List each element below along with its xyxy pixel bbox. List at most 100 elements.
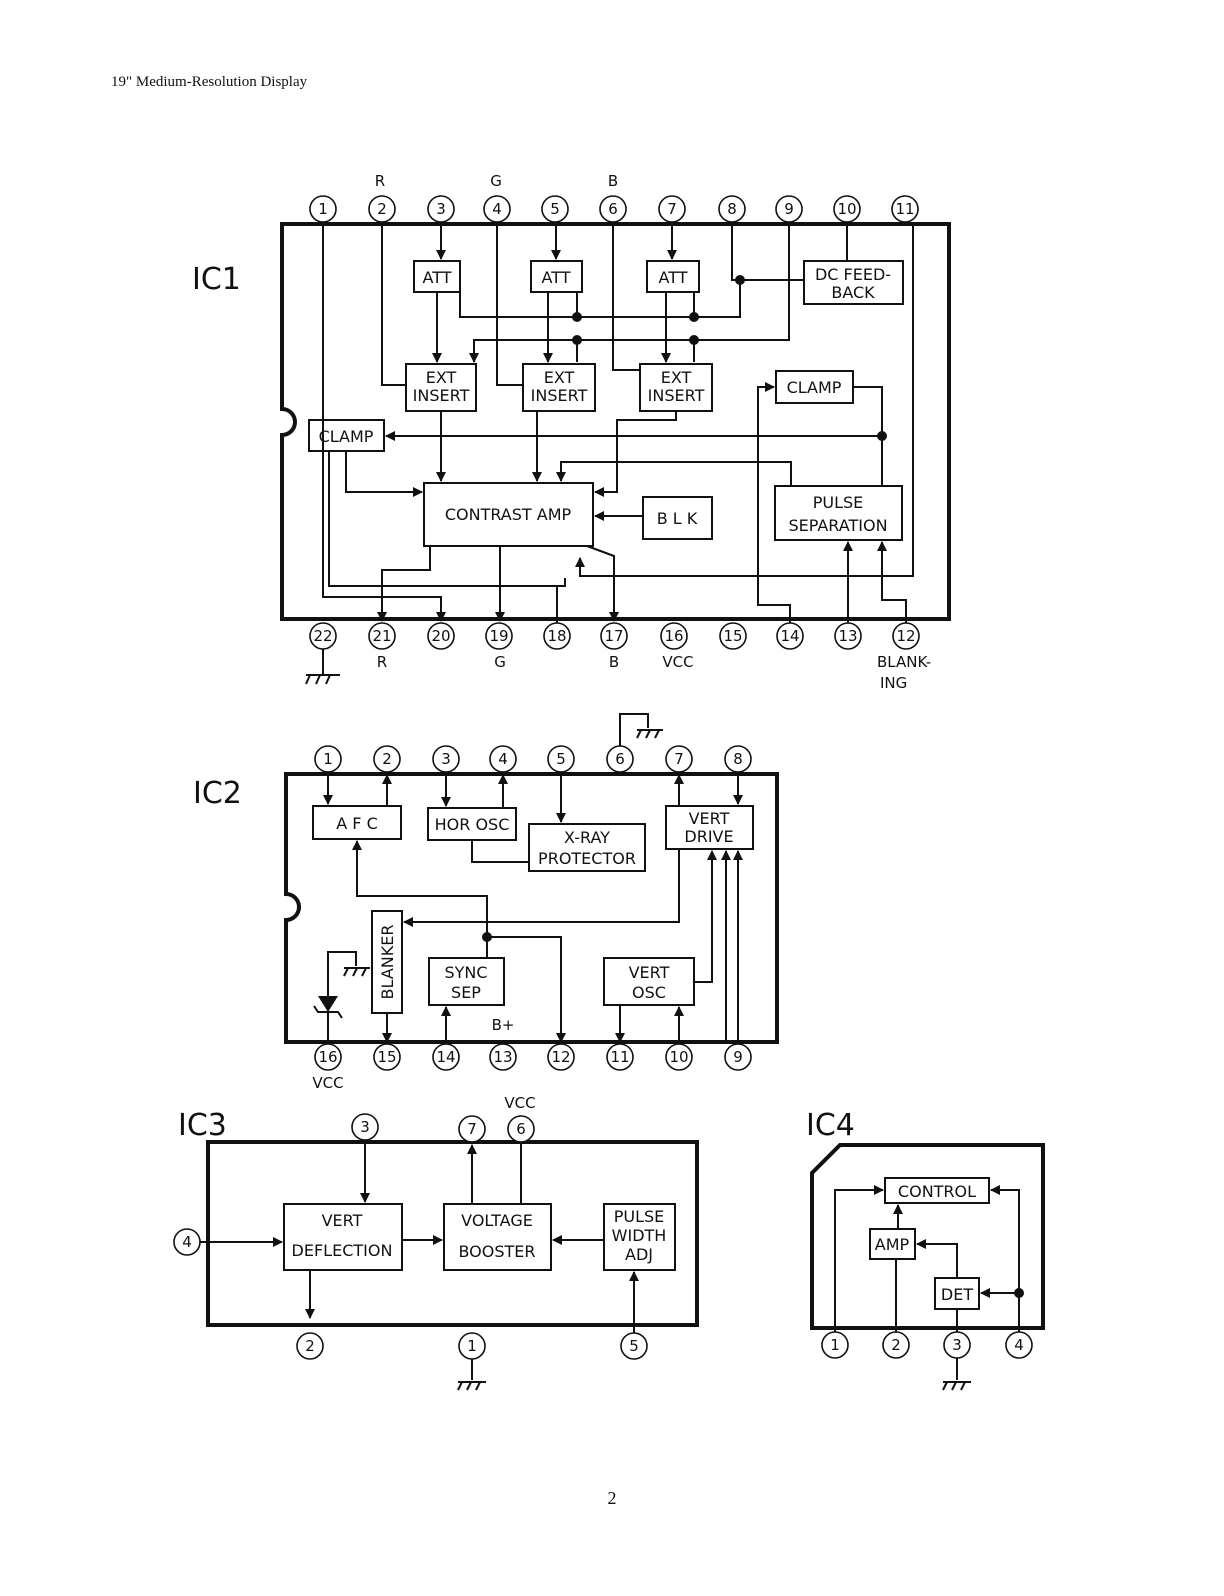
- ic1-dc-feedback-block: DC FEED- BACK: [803, 260, 904, 305]
- svg-text:X-RAY: X-RAY: [564, 828, 610, 847]
- svg-text:17: 17: [604, 627, 623, 645]
- svg-text:AMP: AMP: [875, 1235, 910, 1254]
- svg-text:2: 2: [305, 1337, 315, 1355]
- svg-text:HOR OSC: HOR OSC: [435, 815, 510, 834]
- ic4-diagram: IC4 1 2 3 4 CONTROL AMP DET: [806, 1108, 1045, 1391]
- ic2-blanker-block: BLANKER: [371, 910, 403, 1014]
- svg-text:INSERT: INSERT: [531, 386, 588, 405]
- svg-text:INSERT: INSERT: [413, 386, 470, 405]
- svg-text:1: 1: [830, 1336, 840, 1354]
- ic4-pin-3: 3: [943, 1331, 971, 1359]
- svg-text:VERT: VERT: [629, 963, 670, 982]
- ic1-bottom-pins: 22 21 20 19 18 17 16 15 14 13 12: [309, 622, 920, 650]
- ic1-blk-block: B L K: [642, 496, 713, 540]
- svg-text:WIDTH: WIDTH: [612, 1226, 667, 1245]
- ic4-ground-symbol: [942, 1381, 971, 1391]
- ic1-pin-22: 22: [309, 622, 337, 650]
- svg-text:3: 3: [441, 750, 451, 768]
- ic3-pulse-width-adj-block: PULSE WIDTH ADJ: [603, 1203, 676, 1271]
- svg-text:BOOSTER: BOOSTER: [458, 1242, 535, 1261]
- svg-text:DET: DET: [941, 1285, 973, 1304]
- ic3-label-vcc: VCC: [504, 1094, 535, 1112]
- ic1-title: IC1: [192, 262, 241, 297]
- svg-text:BACK: BACK: [831, 283, 875, 302]
- svg-text:1: 1: [467, 1337, 477, 1355]
- ic1-clamp-block-left: CLAMP: [308, 419, 385, 452]
- ic2-pin-14: 14: [432, 1043, 460, 1071]
- ic4-pin-2: 2: [882, 1331, 910, 1359]
- ic2-pin-9: 9: [724, 1043, 752, 1071]
- ic2-pin-1: 1: [314, 745, 342, 773]
- svg-text:EXT: EXT: [661, 368, 692, 387]
- ic1-pin-18: 18: [543, 622, 571, 650]
- ic1-label-g-bottom: G: [494, 653, 506, 671]
- ic1-pin-1: 1: [309, 195, 337, 223]
- ic4-control-block: CONTROL: [884, 1177, 990, 1204]
- ic1-pin-3: 3: [427, 195, 455, 223]
- ic1-att-block-1: ATT: [413, 260, 461, 293]
- svg-text:7: 7: [674, 750, 684, 768]
- ic2-vert-drive-block: VERT DRIVE: [665, 805, 754, 850]
- ic1-label-r-top: R: [375, 172, 385, 190]
- ic4-det-block: DET: [934, 1277, 980, 1310]
- svg-text:EXT: EXT: [426, 368, 457, 387]
- ic2-pin-5: 5: [547, 745, 575, 773]
- ic1-diagram: IC1 1 2 3 4 5 6 7 8 9 10 11 R G B 22 21 …: [192, 172, 951, 692]
- ic1-pin-2: 2: [368, 195, 396, 223]
- ic1-pin-4: 4: [483, 195, 511, 223]
- svg-text:15: 15: [723, 627, 742, 645]
- ic1-ext-insert-block-2: EXT INSERT: [522, 363, 596, 412]
- document-header: 19" Medium-Resolution Display: [111, 74, 308, 90]
- ic1-pin-11: 11: [891, 195, 919, 223]
- svg-text:5: 5: [629, 1337, 639, 1355]
- ic3-pin-5: 5: [620, 1332, 648, 1360]
- ic2-zener-diode-symbol: [313, 951, 370, 1044]
- svg-text:20: 20: [431, 627, 450, 645]
- ic1-junction-dots: [572, 275, 887, 441]
- ic2-pin-4: 4: [489, 745, 517, 773]
- ic2-pin-15: 15: [373, 1043, 401, 1071]
- svg-text:14: 14: [780, 627, 799, 645]
- svg-text:INSERT: INSERT: [648, 386, 705, 405]
- ic3-diagram: IC3 3 7 6 4 2 1 5 VCC VERT DEFLECTION VO…: [173, 1094, 699, 1391]
- svg-text:B L K: B L K: [657, 509, 698, 528]
- ic2-pin-6: 6: [606, 745, 634, 773]
- ic2-top-pins: 1 2 3 4 5 6 7 8: [314, 745, 752, 773]
- ic1-pin-12: 12: [892, 622, 920, 650]
- ic2-pin-8: 8: [724, 745, 752, 773]
- ic1-pin-17: 17: [600, 622, 628, 650]
- ic1-pin-10: 10: [833, 195, 861, 223]
- svg-text:A F C: A F C: [336, 814, 378, 833]
- ic2-pin-7: 7: [665, 745, 693, 773]
- ic2-pin-3: 3: [432, 745, 460, 773]
- ic2-label-bplus: B+: [492, 1016, 515, 1034]
- svg-text:14: 14: [436, 1048, 455, 1066]
- ic1-pin-7: 7: [658, 195, 686, 223]
- svg-text:2: 2: [377, 200, 387, 218]
- ic2-pin-2: 2: [373, 745, 401, 773]
- ic3-voltage-booster-block: VOLTAGE BOOSTER: [443, 1203, 552, 1271]
- ic2-pin-10: 10: [665, 1043, 693, 1071]
- ic4-pin-4: 4: [1005, 1331, 1033, 1359]
- ic1-pin-21: 21: [368, 622, 396, 650]
- ic3-pin-1: 1: [458, 1332, 486, 1360]
- ic1-pin-9: 9: [775, 195, 803, 223]
- svg-text:21: 21: [372, 627, 391, 645]
- svg-text:PULSE: PULSE: [614, 1207, 665, 1226]
- ic1-package: [280, 222, 951, 621]
- svg-text:CONTROL: CONTROL: [898, 1182, 976, 1201]
- svg-text:2: 2: [891, 1336, 901, 1354]
- ic1-label-vcc: VCC: [662, 653, 693, 671]
- ic2-pin-12: 12: [547, 1043, 575, 1071]
- svg-text:SYNC: SYNC: [444, 963, 487, 982]
- ic3-pin-3: 3: [351, 1113, 379, 1141]
- svg-text:CLAMP: CLAMP: [787, 378, 842, 397]
- svg-text:6: 6: [516, 1120, 526, 1138]
- ic1-clamp-block-right: CLAMP: [775, 370, 854, 404]
- svg-text:VERT: VERT: [689, 809, 730, 828]
- svg-text:6: 6: [615, 750, 625, 768]
- ic2-pin-13: 13: [489, 1043, 517, 1071]
- ic1-pin-8: 8: [718, 195, 746, 223]
- ic4-pin-1: 1: [821, 1331, 849, 1359]
- svg-text:PROTECTOR: PROTECTOR: [538, 849, 636, 868]
